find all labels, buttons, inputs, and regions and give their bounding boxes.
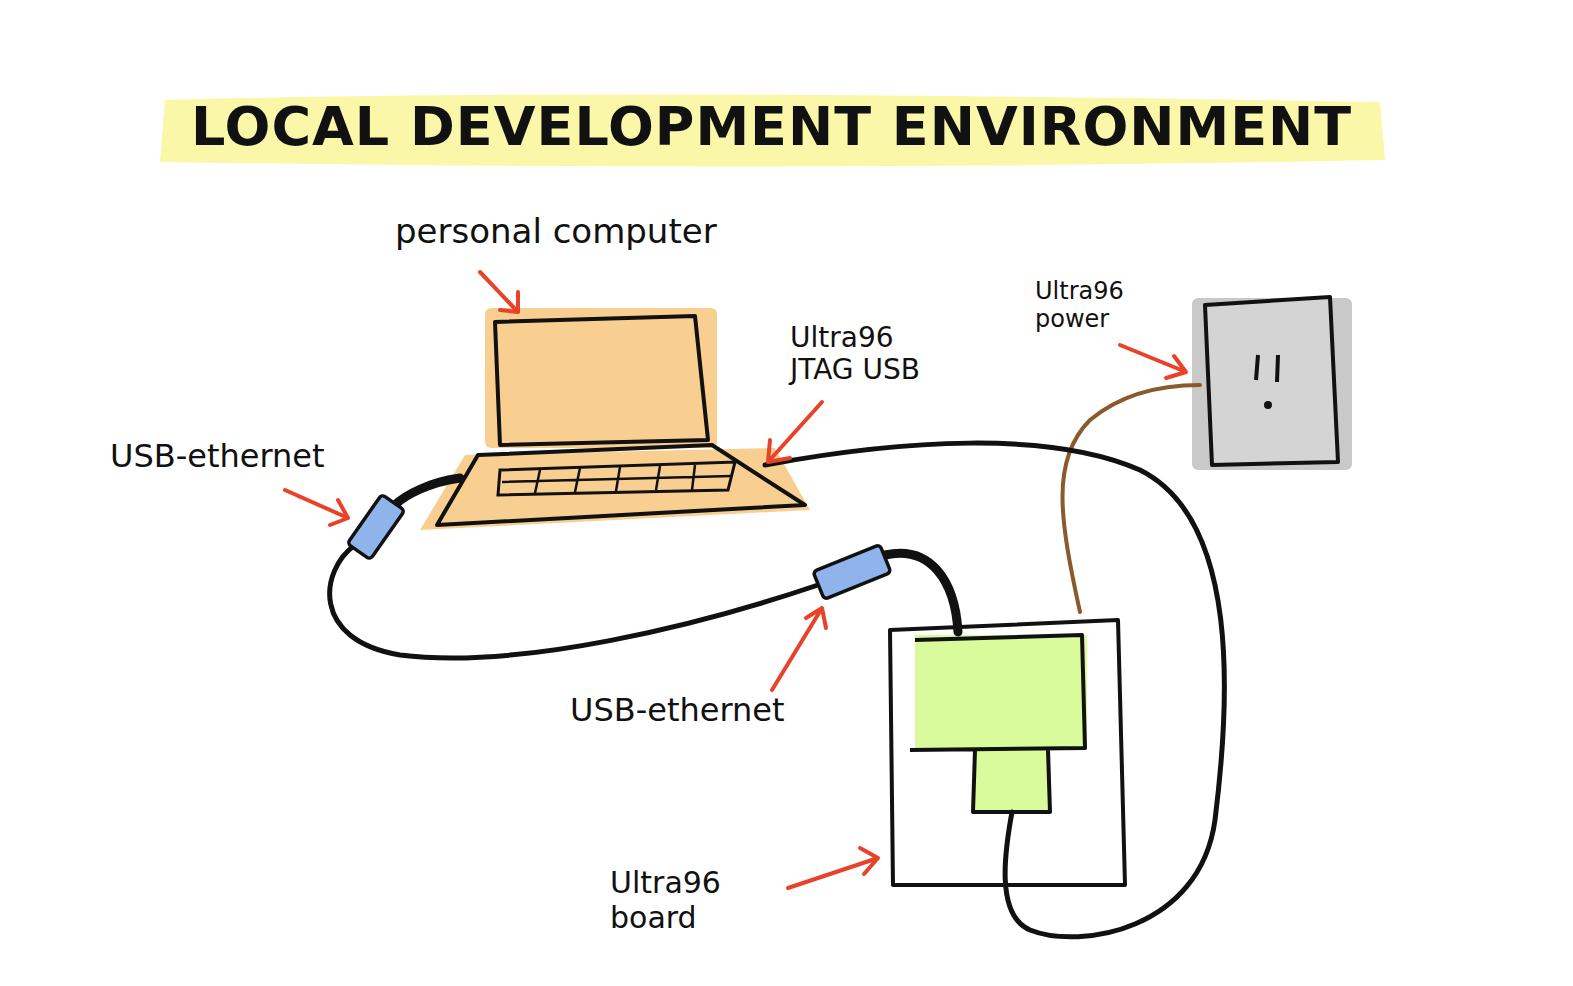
callout-label: Ultra96 board (610, 866, 790, 935)
title: LOCAL DEVELOPMENT ENVIRONMENT (191, 96, 1352, 158)
title-highlight (160, 94, 1385, 166)
laptop (420, 308, 810, 530)
callout-label: USB-ethernet (570, 692, 785, 729)
callout-label: USB-ethernet (110, 438, 325, 475)
callout-label: Ultra96 JTAG USB (790, 322, 960, 386)
wall-outlet (1192, 297, 1352, 470)
usb-ethernet-dongles (347, 494, 891, 599)
callout-label: Ultra96 power (1035, 278, 1185, 333)
callout-label: personal computer (395, 212, 717, 251)
cables (330, 385, 1225, 937)
leader-arrows (285, 272, 1186, 888)
